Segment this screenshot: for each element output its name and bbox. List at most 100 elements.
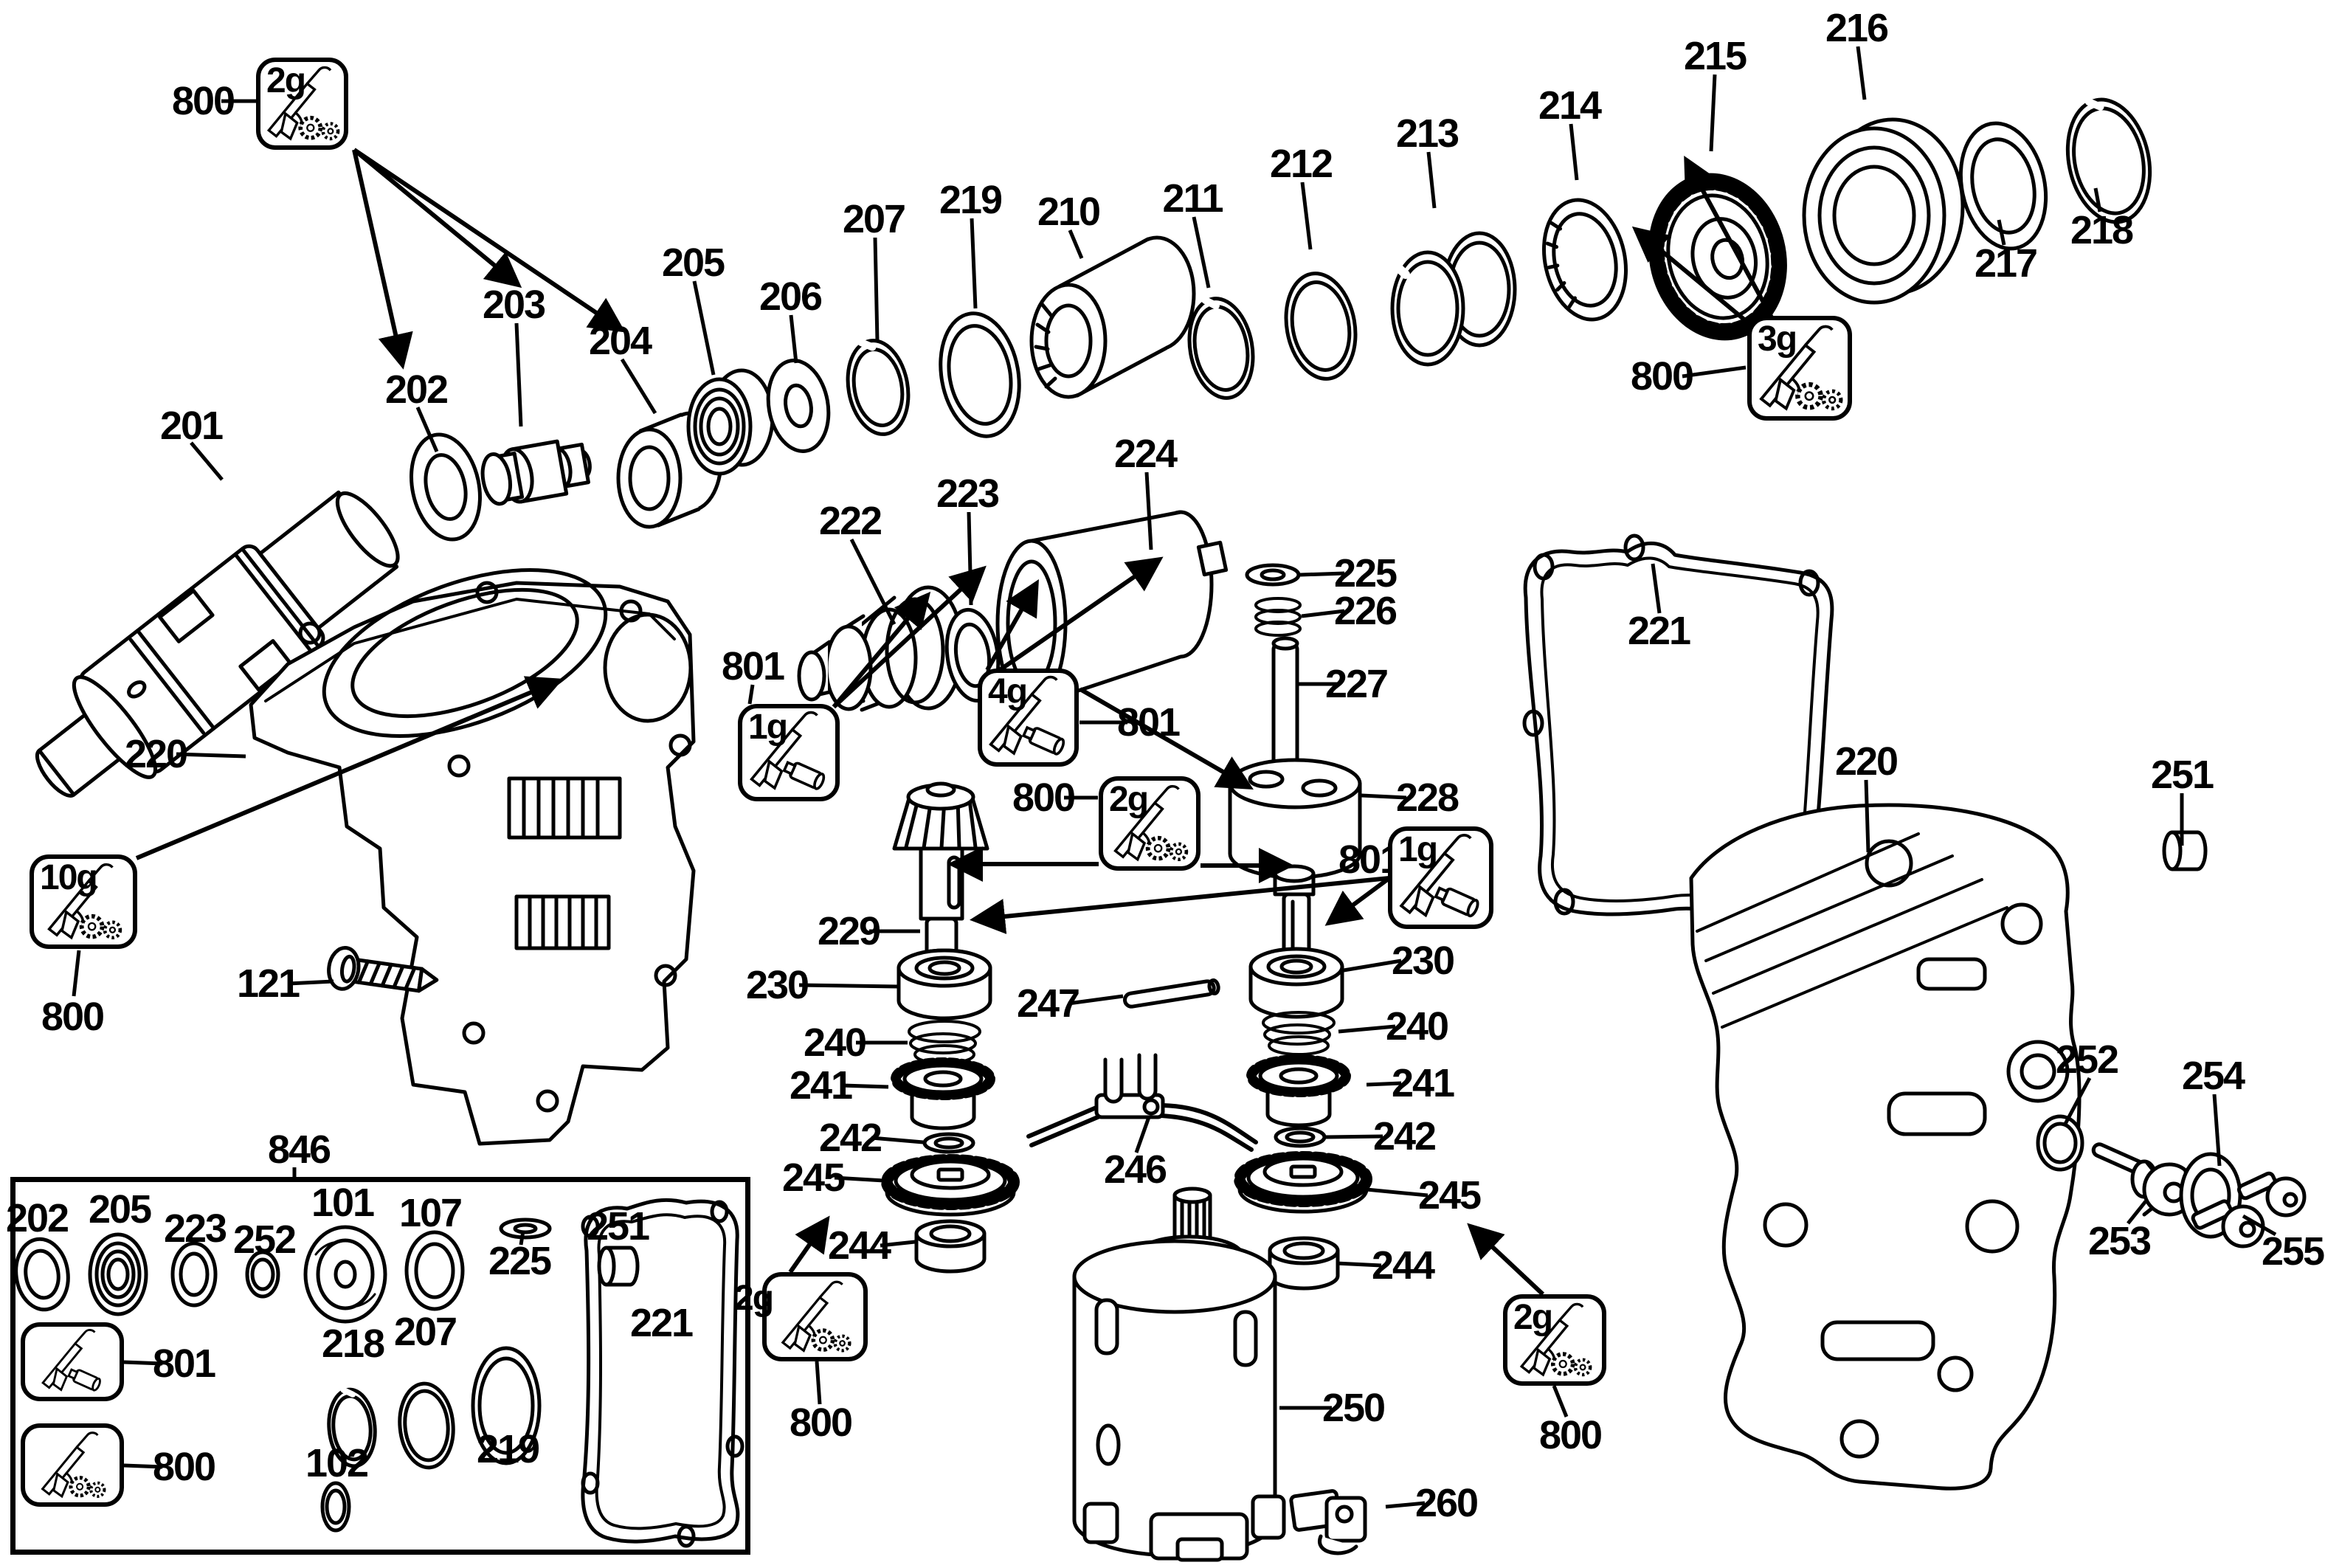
leader-line xyxy=(1192,216,1211,289)
part-252-oring xyxy=(2036,1114,2084,1172)
part-240-left-spring xyxy=(908,1020,981,1065)
part-label-244-b: 244 xyxy=(1371,1243,1435,1288)
part-244-right-bearing xyxy=(1268,1236,1340,1291)
grease-gun-tube-icon xyxy=(989,675,1065,756)
leader-line xyxy=(519,1230,525,1246)
grease-gun-gears-icon xyxy=(266,66,340,141)
part-label-801-k: 801 xyxy=(152,1341,216,1386)
part-label-240-a: 240 xyxy=(803,1020,867,1065)
part-246-shift-fork xyxy=(1026,1053,1258,1152)
leader-line xyxy=(1864,779,1870,853)
part-206-washer xyxy=(766,359,831,453)
part-label-801-b: 801 xyxy=(1116,700,1181,745)
grease-gun-gears-icon xyxy=(47,863,122,940)
leader-line xyxy=(123,1463,163,1469)
leader-line xyxy=(1569,123,1579,181)
part-label-107: 107 xyxy=(398,1191,463,1235)
leader-line xyxy=(1068,994,1124,1006)
part-label-800-e: 800 xyxy=(789,1401,853,1445)
grease-arrow xyxy=(1467,1223,1545,1296)
grease-gun-gears-icon xyxy=(781,1280,851,1353)
part-label-202: 202 xyxy=(384,367,449,412)
kit-801-box xyxy=(21,1322,124,1401)
part-251-pin xyxy=(2162,830,2208,871)
leader-line xyxy=(841,1083,889,1089)
part-label-226: 226 xyxy=(1333,589,1398,633)
part-label-206: 206 xyxy=(759,274,823,319)
part-212-ring xyxy=(1284,272,1358,381)
grease-3g-right-amount: 3g xyxy=(1758,320,1797,359)
kit-box-846 xyxy=(10,1177,750,1555)
part-label-217: 217 xyxy=(1974,241,2038,286)
part-244-left-bearing xyxy=(914,1219,987,1274)
grease-2g-bottom-right-amount: 2g xyxy=(1513,1298,1553,1337)
part-label-251-k: 251 xyxy=(586,1204,650,1248)
grease-gun-gears-icon xyxy=(1519,1302,1592,1377)
part-label-846: 846 xyxy=(267,1127,331,1172)
part-220-right-housing xyxy=(1689,803,2082,1491)
leader-line xyxy=(176,752,246,759)
leader-line xyxy=(1325,1134,1383,1139)
leader-line xyxy=(72,950,81,997)
leader-line xyxy=(1366,1081,1402,1087)
part-label-227: 227 xyxy=(1324,662,1389,706)
part-label-241-a: 241 xyxy=(789,1063,853,1108)
leader-line xyxy=(789,314,798,364)
grease-2g-mid-amount: 2g xyxy=(1109,780,1149,819)
part-label-220-a: 220 xyxy=(124,732,188,776)
leader-line xyxy=(123,1360,163,1366)
grease-arrow xyxy=(788,1215,830,1274)
part-label-251-a: 251 xyxy=(2150,753,2214,797)
part-203-sleeve xyxy=(480,439,592,506)
part-label-245-a: 245 xyxy=(781,1156,846,1200)
leader-line xyxy=(2093,187,2102,213)
leader-line xyxy=(1361,793,1407,800)
part-205-bearing xyxy=(686,368,775,476)
part-label-121: 121 xyxy=(236,961,300,1006)
leader-line xyxy=(1068,229,1084,259)
part-label-221-a: 221 xyxy=(1627,609,1691,653)
part-label-242-b: 242 xyxy=(1372,1114,1437,1158)
part-label-252-k: 252 xyxy=(232,1218,297,1262)
part-230-right-bearing xyxy=(1248,947,1344,1019)
part-label-223: 223 xyxy=(936,472,1000,516)
part-214-ratchet-ring xyxy=(1541,198,1628,322)
part-label-215: 215 xyxy=(1683,34,1747,78)
part-label-205: 205 xyxy=(661,241,725,285)
grease-2g-top-left: 2g xyxy=(256,58,348,150)
part-label-245-b: 245 xyxy=(1417,1173,1482,1218)
grease-3g-right: 3g xyxy=(1747,316,1852,421)
part-label-253: 253 xyxy=(2087,1219,2152,1263)
part-121-screw xyxy=(327,945,439,993)
part-215-bevel-gear xyxy=(1648,173,1787,341)
leader-line xyxy=(1366,1187,1428,1198)
leader-line xyxy=(514,322,523,427)
grease-1g-right-amount: 1g xyxy=(1398,830,1438,869)
leader-line xyxy=(1426,151,1437,209)
part-210-needle-bearing xyxy=(1029,235,1196,399)
part-label-800-f: 800 xyxy=(1538,1413,1603,1457)
grease-arrow xyxy=(353,148,522,289)
part-245-left-gear xyxy=(881,1154,1020,1217)
part-label-225-k: 225 xyxy=(488,1239,552,1283)
part-label-254: 254 xyxy=(2181,1054,2245,1098)
part-label-255: 255 xyxy=(2261,1229,2325,1274)
part-label-205-k: 205 xyxy=(88,1187,152,1232)
leader-line xyxy=(880,1240,916,1248)
leader-line xyxy=(1134,1116,1151,1153)
part-label-224: 224 xyxy=(1113,432,1178,476)
leader-line xyxy=(1343,959,1402,973)
part-label-225: 225 xyxy=(1333,551,1398,595)
leader-line xyxy=(190,441,224,481)
grease-gun-tube-icon xyxy=(41,1328,101,1392)
part-label-800-c: 800 xyxy=(41,995,105,1039)
part-label-260: 260 xyxy=(1414,1481,1479,1525)
leader-line xyxy=(1385,1501,1426,1509)
grease-arrow xyxy=(1324,876,1391,926)
grease-1g-mid-left: 1g xyxy=(738,704,840,801)
leader-line xyxy=(1997,219,2006,246)
part-label-218-k: 218 xyxy=(321,1322,385,1366)
leader-line xyxy=(1301,609,1345,618)
part-label-229: 229 xyxy=(817,909,881,953)
